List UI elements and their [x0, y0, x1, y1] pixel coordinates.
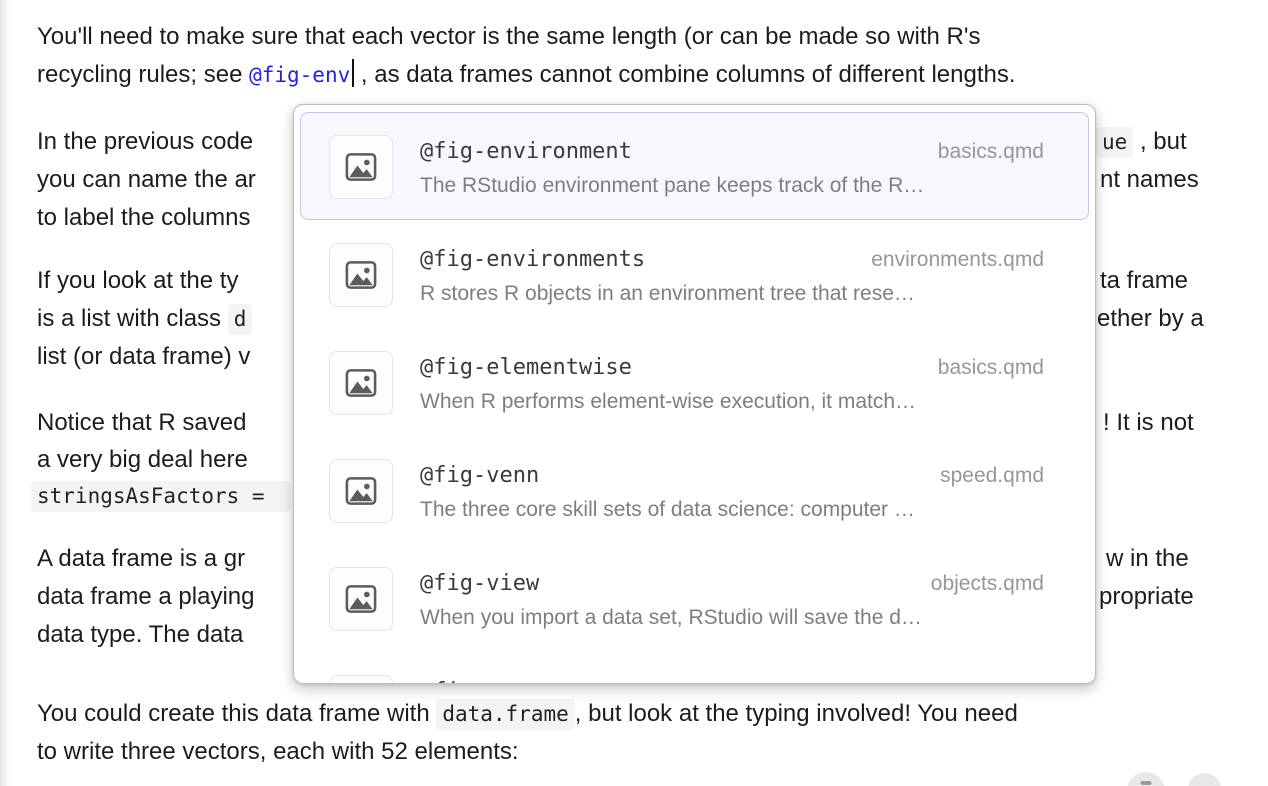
scroll-button-up[interactable]: [1127, 772, 1165, 786]
completion-description: When R performs element-wise execution, …: [420, 390, 917, 413]
text-run: nt names: [1100, 166, 1199, 193]
completion-item-content: @fig-environments environments.qmd R store…: [420, 243, 1044, 311]
completion-source-file: speed.qmd: [940, 464, 1044, 487]
text-run: A data frame is a gr: [37, 545, 246, 572]
scroll-button-down[interactable]: [1188, 773, 1221, 786]
inline-code: data.frame: [436, 699, 575, 730]
completion-source-file: objects.qmd: [930, 572, 1044, 595]
text-line: you can name the ar: [37, 161, 256, 199]
text-line: Notice that R saved: [37, 404, 246, 442]
text-fragment: ether by a: [1097, 300, 1204, 338]
completion-description: R stores R objects in an environment tre…: [420, 282, 915, 305]
text-line: recycling rules; see @fig-env , as data …: [37, 56, 1016, 94]
text-line: You could create this data frame with da…: [37, 695, 1018, 733]
figure-thumbnail: [329, 135, 393, 199]
left-pane-edge: [0, 0, 12, 786]
text-run: You'll need to make sure that each vecto…: [37, 23, 981, 50]
text-run: w in the: [1106, 545, 1189, 572]
text-run: ether by a: [1097, 305, 1204, 332]
text-run: ! It is not: [1103, 409, 1194, 436]
text-run: data type. The data: [37, 621, 244, 648]
figure-thumbnail: [329, 675, 393, 683]
text-run: you can name the ar: [37, 166, 256, 193]
completion-item-fig-[interactable]: @fig-: [300, 652, 1089, 683]
inline-code: ue: [1096, 127, 1134, 158]
image-icon: [345, 369, 377, 397]
text-run: , but: [1133, 128, 1187, 155]
text-line: If you look at the ty: [37, 262, 238, 300]
image-icon: [345, 477, 377, 505]
inline-code: stringsAsFactors =: [31, 481, 291, 512]
text-run: a very big deal here: [37, 446, 248, 473]
text-run: data frame a playing: [37, 583, 255, 610]
figure-thumbnail: [329, 351, 393, 415]
image-icon: [345, 153, 377, 181]
completion-label: @fig-: [420, 675, 486, 683]
text-line: You'll need to make sure that each vecto…: [37, 18, 980, 56]
text-line: data type. The data: [37, 616, 243, 654]
figure-thumbnail: [329, 459, 393, 523]
crossref-token: @fig-env: [249, 63, 351, 87]
text-run: to write three vectors, each with 52 ele…: [37, 738, 519, 765]
text-line: a very big deal here: [37, 441, 248, 479]
text-run: to label the columns: [37, 204, 251, 231]
text-line: to write three vectors, each with 52 ele…: [37, 733, 519, 771]
completion-item-fig-environments[interactable]: @fig-environments environments.qmd R store…: [300, 220, 1089, 328]
completion-label: @fig-environments: [420, 247, 646, 272]
completion-description: The RStudio environment pane keeps track…: [420, 174, 925, 197]
text-run: recycling rules; see: [37, 61, 250, 88]
completion-source-file: basics.qmd: [937, 356, 1044, 379]
completion-label: @fig-environment: [420, 139, 632, 164]
text-line: is a list with class d: [37, 300, 253, 338]
text-run: In the previous code: [37, 128, 254, 155]
text-fragment: w in the: [1106, 540, 1189, 578]
text-line: list (or data frame) v: [37, 338, 250, 376]
text-cursor: [352, 59, 355, 87]
completion-description: When you import a data set, RStudio will…: [420, 606, 922, 629]
text-fragment: nt names: [1100, 161, 1199, 199]
completion-label: @fig-venn: [420, 463, 540, 488]
text-fragment: ! It is not: [1103, 404, 1194, 442]
text-line: data frame a playing: [37, 578, 254, 616]
text-run: ta frame: [1100, 267, 1189, 294]
text-run: Notice that R saved: [37, 409, 247, 436]
completion-source-file: environments.qmd: [871, 248, 1044, 271]
text-line: In the previous code: [37, 123, 253, 161]
completion-description: The three core skill sets of data scienc…: [420, 498, 915, 521]
text-run: is a list with class: [37, 305, 228, 332]
text-line: A data frame is a gr: [37, 540, 245, 578]
completion-label: @fig-elementwise: [420, 355, 632, 380]
image-icon: [345, 585, 377, 613]
text-fragment: ue , but: [1096, 123, 1187, 161]
text-fragment: ta frame: [1100, 262, 1188, 300]
text-run: propriate: [1099, 583, 1194, 610]
text-run: , as data frames cannot combine columns …: [354, 61, 1016, 88]
text-run: list (or data frame) v: [37, 343, 251, 370]
arrow-icon: [1140, 781, 1152, 785]
figure-thumbnail: [329, 243, 393, 307]
text-fragment: propriate: [1099, 578, 1194, 616]
text-run: , but look at the typing involved! You n…: [574, 700, 1018, 727]
figure-thumbnail: [329, 567, 393, 631]
text-run: If you look at the ty: [37, 267, 239, 294]
completion-source-file: basics.qmd: [937, 140, 1044, 163]
completion-label: @fig-view: [420, 571, 540, 596]
text-line: stringsAsFactors =: [31, 477, 291, 515]
completion-item-content: @fig-: [420, 675, 1044, 683]
inline-code: d: [227, 304, 253, 335]
image-icon: [345, 261, 377, 289]
text-line: to label the columns: [37, 199, 250, 237]
text-run: You could create this data frame with: [37, 700, 437, 727]
